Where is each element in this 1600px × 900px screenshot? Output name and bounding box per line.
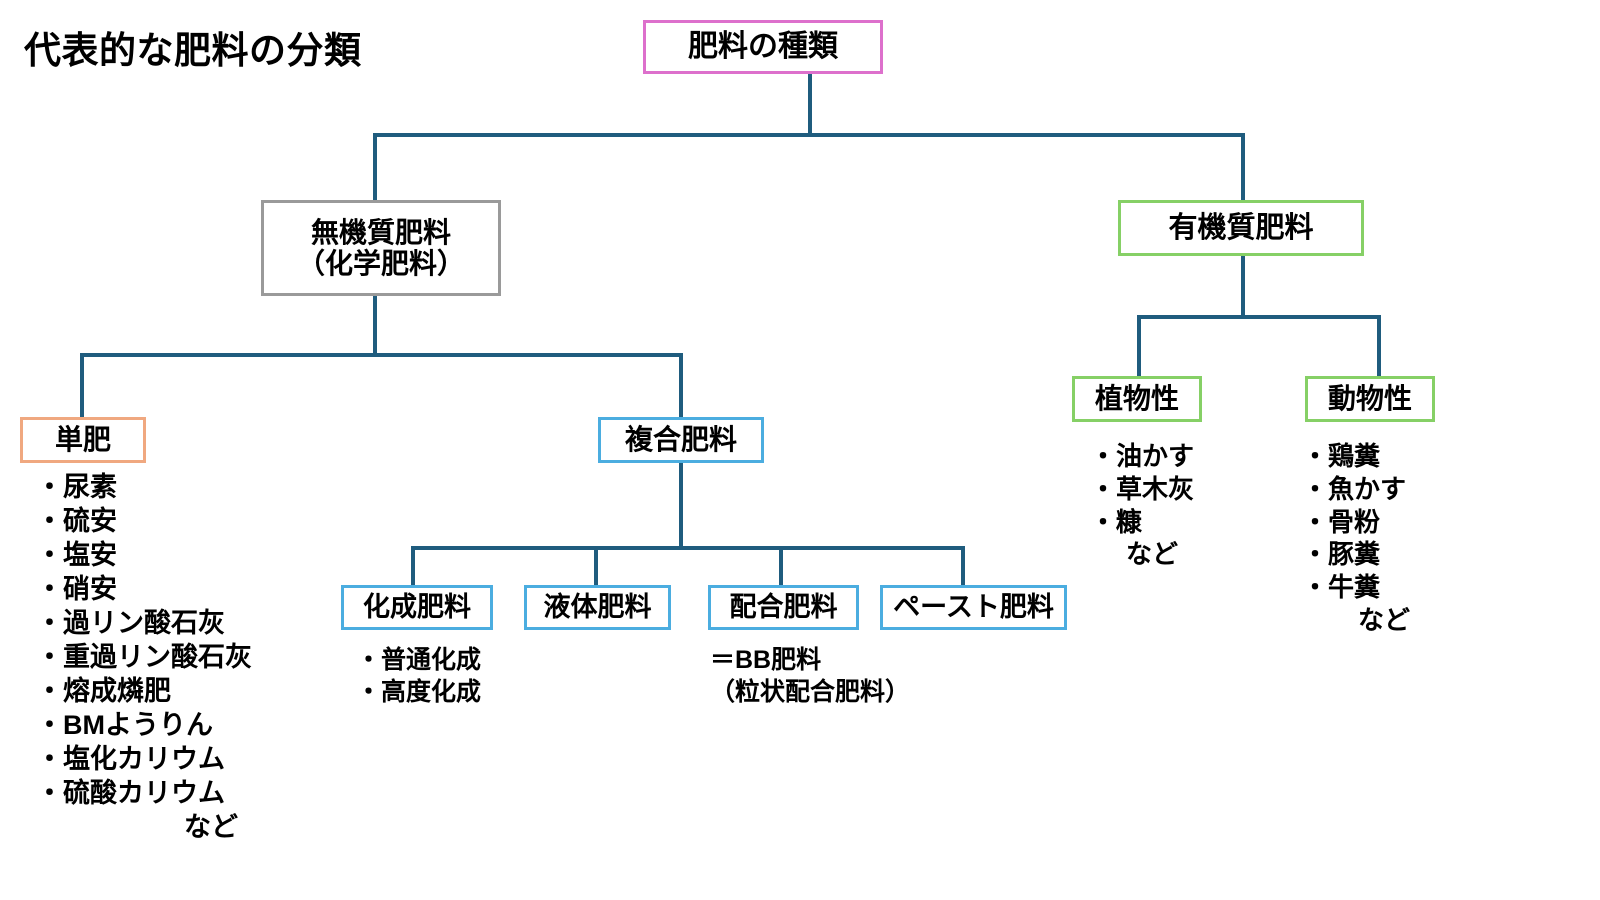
list-item: ・過リン酸石灰 — [36, 608, 225, 639]
list-item: ・塩化カリウム — [36, 744, 225, 775]
node-ekitai-label: 液体肥料 — [543, 592, 652, 623]
list-item: ・塩安 — [36, 540, 117, 571]
connector-inorganic-bar — [80, 353, 683, 357]
list-item: ・魚かす — [1302, 473, 1407, 504]
list-item: ・骨粉 — [1302, 506, 1381, 537]
connector-organic-down — [1241, 256, 1245, 318]
connector-to-tanpi — [80, 353, 84, 418]
haigo-note: （粒状配合肥料） — [710, 677, 911, 706]
list-item: ・鶏糞 — [1302, 441, 1381, 471]
list-item: ・牛糞 — [1302, 572, 1381, 602]
plant-item-list: ・油かす ・草木灰 ・糠 など — [1090, 440, 1194, 571]
node-compound-label: 複合肥料 — [624, 424, 737, 456]
node-ekitai[interactable]: 液体肥料 — [524, 585, 671, 630]
node-root-label: 肥料の種類 — [688, 30, 838, 64]
animal-item-list: ・鶏糞 ・魚かす ・骨粉 ・豚糞 ・牛糞 など — [1302, 440, 1410, 637]
list-item: ・硫酸カリウム — [36, 778, 225, 809]
page-title: 代表的な肥料の分類 — [24, 30, 362, 71]
node-root[interactable]: 肥料の種類 — [643, 20, 883, 74]
connector-to-paste — [961, 546, 965, 586]
node-paste[interactable]: ペースト肥料 — [880, 585, 1067, 630]
node-organic[interactable]: 有機質肥料 — [1118, 200, 1364, 256]
list-item: ・糠 — [1090, 506, 1143, 537]
haigo-note: ＝BB肥料 — [710, 646, 822, 674]
node-organic-label: 有機質肥料 — [1168, 211, 1314, 244]
list-item: ・草木灰 — [1090, 473, 1195, 504]
node-kasei-label: 化成肥料 — [363, 592, 471, 623]
node-compound[interactable]: 複合肥料 — [598, 417, 764, 463]
list-item: ・重過リン酸石灰 — [36, 642, 252, 673]
list-etc-label: など — [1358, 604, 1411, 635]
node-plant[interactable]: 植物性 — [1072, 376, 1202, 422]
connector-to-inorganic — [373, 133, 377, 203]
connector-compound-down — [679, 462, 683, 549]
list-item: ・熔成燐肥 — [36, 676, 171, 707]
tanpi-item-list: ・尿素 ・硫安 ・塩安 ・硝安 ・過リン酸石灰 ・重過リン酸石灰 ・熔成燐肥 ・… — [36, 470, 252, 844]
node-inorganic[interactable]: 無機質肥料 （化学肥料） — [261, 200, 501, 296]
node-kasei[interactable]: 化成肥料 — [341, 585, 493, 630]
node-haigo[interactable]: 配合肥料 — [708, 585, 859, 630]
connector-inorganic-down — [373, 294, 377, 356]
node-haigo-label: 配合肥料 — [729, 592, 838, 623]
node-tanpi-label: 単肥 — [54, 424, 111, 456]
connector-to-haigo — [779, 546, 783, 586]
list-item: ・豚糞 — [1302, 539, 1381, 570]
list-etc-label: など — [184, 812, 238, 843]
node-animal[interactable]: 動物性 — [1305, 376, 1435, 422]
connector-to-plant — [1137, 315, 1141, 377]
connector-to-ekitai — [594, 546, 598, 586]
list-item: ・硝安 — [36, 574, 117, 605]
connector-compound-bar — [411, 546, 965, 550]
connector-organic-bar — [1137, 315, 1381, 319]
node-inorganic-line1: 無機質肥料 — [310, 216, 451, 248]
list-item: ・尿素 — [36, 472, 117, 502]
node-paste-label: ペースト肥料 — [893, 592, 1054, 623]
node-plant-label: 植物性 — [1094, 383, 1179, 415]
list-item: ・高度化成 — [356, 677, 482, 706]
connector-root-down — [808, 72, 812, 136]
node-tanpi[interactable]: 単肥 — [20, 417, 146, 463]
haigo-note-list: ＝BB肥料 （粒状配合肥料） — [710, 645, 910, 708]
connector-to-kasei — [411, 546, 415, 586]
node-inorganic-line2: （化学肥料） — [296, 248, 465, 279]
node-animal-label: 動物性 — [1327, 383, 1412, 415]
connector-level1-bar — [373, 133, 1245, 137]
list-item: ・硫安 — [36, 506, 117, 537]
connector-to-organic — [1241, 133, 1245, 203]
kasei-item-list: ・普通化成 ・高度化成 — [356, 645, 481, 708]
connector-to-compound — [679, 353, 683, 418]
list-etc-label: など — [1126, 539, 1179, 570]
connector-to-animal — [1377, 315, 1381, 377]
list-item: ・油かす — [1090, 441, 1195, 471]
list-item: ・普通化成 — [356, 646, 482, 674]
list-item: ・BMようりん — [36, 710, 213, 741]
